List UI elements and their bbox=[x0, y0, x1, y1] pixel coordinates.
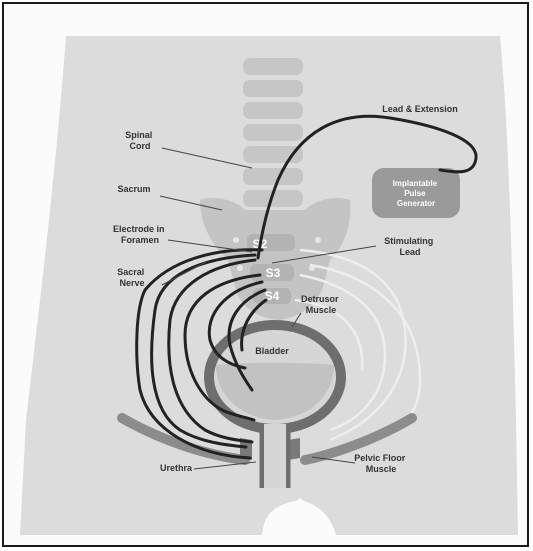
spinal-column bbox=[243, 58, 303, 207]
sacral-foramen bbox=[233, 237, 239, 243]
urethra-channel bbox=[264, 424, 286, 488]
label-urethra: Urethra bbox=[160, 463, 193, 473]
label-spinal-cord: Spinal Cord bbox=[125, 130, 155, 151]
label-lead-extension: Lead & Extension bbox=[382, 104, 458, 114]
label-bladder: Bladder bbox=[255, 346, 289, 356]
label-sacrum: Sacrum bbox=[117, 184, 150, 194]
label-electrode-in-foramen: Electrode in Foramen bbox=[113, 224, 167, 245]
sacral-foramen bbox=[237, 265, 243, 271]
label-detrusor-muscle: Detrusor Muscle bbox=[301, 294, 341, 315]
label-sacral-nerve: Sacral Nerve bbox=[117, 267, 147, 288]
sacral-foramen bbox=[315, 237, 321, 243]
vertebra-label-s3: S3 bbox=[266, 266, 281, 280]
